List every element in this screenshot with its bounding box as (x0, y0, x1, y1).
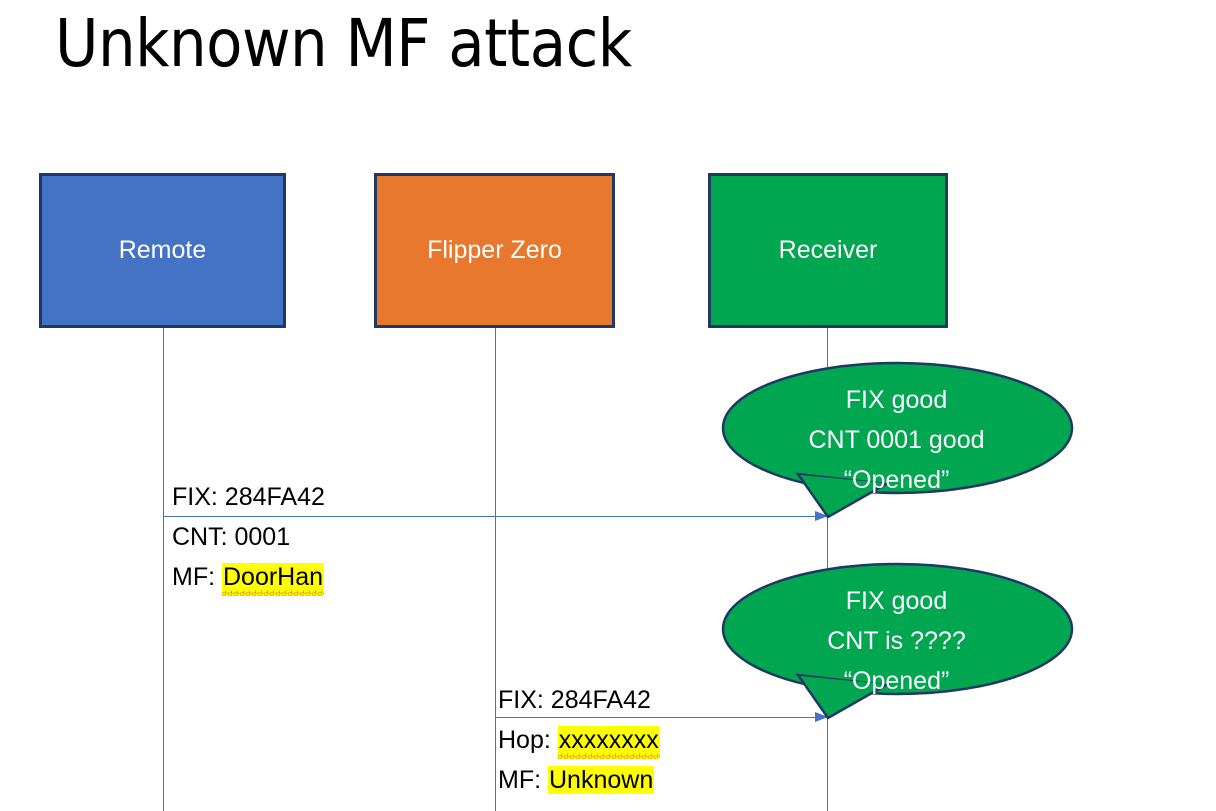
actor-label-flipper-zero: Flipper Zero (427, 236, 562, 264)
message-2-line-2: Hop: xxxxxxxx (498, 720, 660, 760)
message-2-line-2-label: Hop: (498, 726, 558, 754)
actor-box-remote[interactable]: Remote (39, 173, 286, 328)
actor-label-receiver: Receiver (778, 236, 878, 264)
message-1-line-3-label: MF: (172, 563, 222, 591)
page-title: Unknown MF attack (55, 5, 632, 82)
actor-box-flipper-zero[interactable]: Flipper Zero (374, 173, 615, 328)
lifeline-remote (163, 328, 164, 811)
message-1-line-2: CNT: 0001 (172, 517, 290, 557)
message-1-line-1: FIX: 284FA42 (172, 477, 325, 517)
message-2-line-3-value: Unknown (548, 766, 655, 794)
message-arrow-1 (163, 511, 828, 521)
message-1-line-2-value: 0001 (234, 523, 291, 551)
message-2-line-1: FIX: 284FA42 (498, 680, 651, 720)
message-2-line-2-value: xxxxxxxx (558, 726, 660, 759)
message-1-line-1-value: 284FA42 (224, 483, 325, 511)
callout-bubble-2[interactable]: FIX good CNT is ???? “Opened” (721, 562, 1074, 721)
lifeline-flipper-zero (495, 328, 496, 811)
actor-label-remote: Remote (118, 236, 207, 264)
actor-box-receiver[interactable]: Receiver (708, 173, 948, 328)
message-2-line-3: MF: Unknown (498, 760, 655, 800)
message-1-line-3-value: DoorHan (222, 563, 324, 596)
message-2-line-3-label: MF: (498, 766, 548, 794)
message-2-line-1-label: FIX: (498, 686, 551, 714)
message-arrow-2 (495, 712, 828, 722)
message-1-line-2-label: CNT: (172, 523, 235, 551)
callout-bubble-1[interactable]: FIX good CNT 0001 good “Opened” (721, 361, 1074, 520)
message-1-line-1-label: FIX: (172, 483, 225, 511)
message-1-line-3: MF: DoorHan (172, 557, 324, 597)
message-2-line-1-value: 284FA42 (550, 686, 651, 714)
